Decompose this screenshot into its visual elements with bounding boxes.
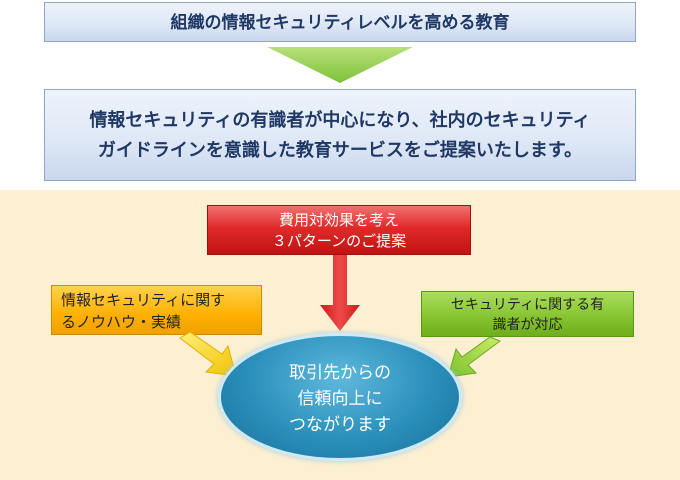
result-line: 信頼向上に xyxy=(297,389,383,409)
proposal-line: 費用対効果を考え xyxy=(278,211,399,229)
knowhow-line: 情報セキュリティに関す xyxy=(61,291,226,309)
proposal-box: 費用対効果を考え ３パターンのご提案 xyxy=(207,205,471,255)
red-down-arrow-icon xyxy=(320,255,360,331)
knowhow-line: るノウハウ・実績 xyxy=(61,313,182,331)
expert-line: セキュリティに関する有 xyxy=(450,297,605,313)
result-ellipse: 取引先からの 信頼向上に つながります xyxy=(218,333,462,461)
green-diagonal-arrow-icon xyxy=(447,336,502,378)
expert-box: セキュリティに関する有 識者が対応 xyxy=(421,291,634,337)
description-box: 情報セキュリティの有識者が中心になり、社内のセキュリティ ガイドラインを意識した… xyxy=(44,89,636,181)
knowhow-box: 情報セキュリティに関す るノウハウ・実績 xyxy=(51,285,262,335)
title-text: 組織の情報セキュリティレベルを高める教育 xyxy=(170,13,510,33)
result-line: 取引先からの xyxy=(289,363,391,383)
result-line: つながります xyxy=(289,415,391,435)
down-arrow-icon xyxy=(267,47,413,83)
yellow-diagonal-arrow-icon xyxy=(179,331,237,377)
proposal-line: ３パターンのご提案 xyxy=(271,232,407,250)
description-line: 情報セキュリティの有識者が中心になり、社内のセキュリティ xyxy=(89,110,591,131)
title-box: 組織の情報セキュリティレベルを高める教育 xyxy=(44,2,636,42)
description-line: ガイドラインを意識した教育サービスをご提案いたします。 xyxy=(97,140,583,161)
expert-line: 識者が対応 xyxy=(492,317,563,333)
